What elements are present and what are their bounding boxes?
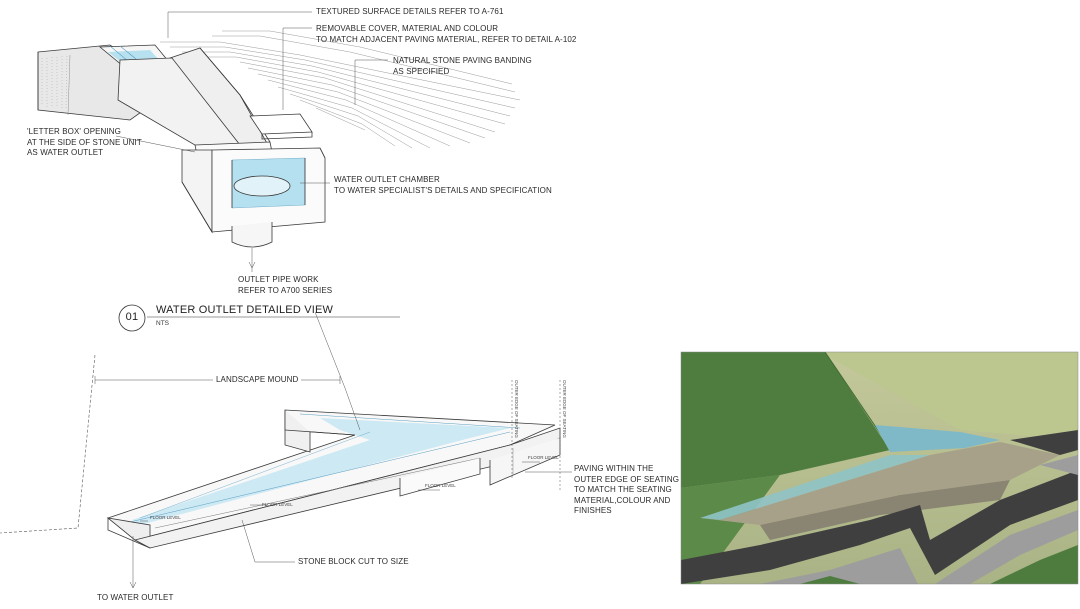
- floor-level-label-4: FLOOR LEVEL: [528, 455, 559, 460]
- floor-level-label-2: FLOOR LEVEL: [262, 502, 293, 507]
- callout-outlet-pipe: OUTLET PIPE WORK REFER TO A700 SERIES: [238, 275, 333, 295]
- callout-paving-within: PAVING WITHIN THE OUTER EDGE OF SEATING …: [574, 464, 680, 515]
- paving-banding-lines: [160, 30, 521, 149]
- outer-edge-label-1: OUTER EDGE OF SEATING: [514, 380, 519, 438]
- seating-water-channel: [132, 418, 510, 525]
- outer-edge-label-2: OUTER EDGE OF SEATING: [562, 380, 567, 438]
- detail-number-circle: [118, 304, 146, 332]
- render-view: [680, 351, 1079, 585]
- render-paving-bands: [681, 470, 1078, 584]
- callout-outlet-chamber: WATER OUTLET CHAMBER TO WATER SPECIALIST…: [334, 175, 552, 195]
- outlet-pipe: [231, 222, 273, 248]
- leader-lines-top: [115, 11, 388, 272]
- floor-level-label-1: FLOOR LEVEL: [150, 515, 181, 520]
- detail-title-block: [118, 304, 400, 332]
- detail-number: 01: [125, 311, 139, 323]
- water-outlet-isometric: [37, 30, 521, 248]
- chamber-outlet-hole: [233, 175, 291, 197]
- outlet-chamber: [181, 149, 213, 234]
- floor-level-markers: [140, 461, 540, 522]
- render-green-mound: [681, 352, 890, 488]
- callout-to-water-outlet: TO WATER OUTLET: [97, 593, 174, 602]
- stipple-texture: [41, 55, 68, 111]
- leader-lines-bottom: [129, 311, 572, 589]
- seating-isometric: [0, 354, 561, 549]
- render-stone-seating: [700, 442, 1060, 525]
- callout-landscape-mound: LANDSCAPE MOUND: [213, 375, 302, 386]
- render-water: [875, 425, 1000, 452]
- detail-title: WATER OUTLET DETAILED VIEW: [156, 304, 334, 316]
- landscape-mound-outline: [0, 354, 96, 534]
- callout-letter-box: 'LETTER BOX' OPENING AT THE SIDE OF STON…: [27, 127, 142, 157]
- floor-level-label-3: FLOOR LEVEL: [425, 483, 456, 488]
- callout-removable-cover: REMOVABLE COVER, MATERIAL AND COLOUR TO …: [316, 24, 577, 44]
- callout-textured-surface: TEXTURED SURFACE DETAILS REFER TO A-761: [316, 7, 504, 16]
- callout-stone-banding: NATURAL STONE PAVING BANDING AS SPECIFIE…: [393, 56, 532, 76]
- callout-stone-block: STONE BLOCK CUT TO SIZE: [298, 557, 409, 566]
- detail-scale: NTS: [156, 320, 169, 327]
